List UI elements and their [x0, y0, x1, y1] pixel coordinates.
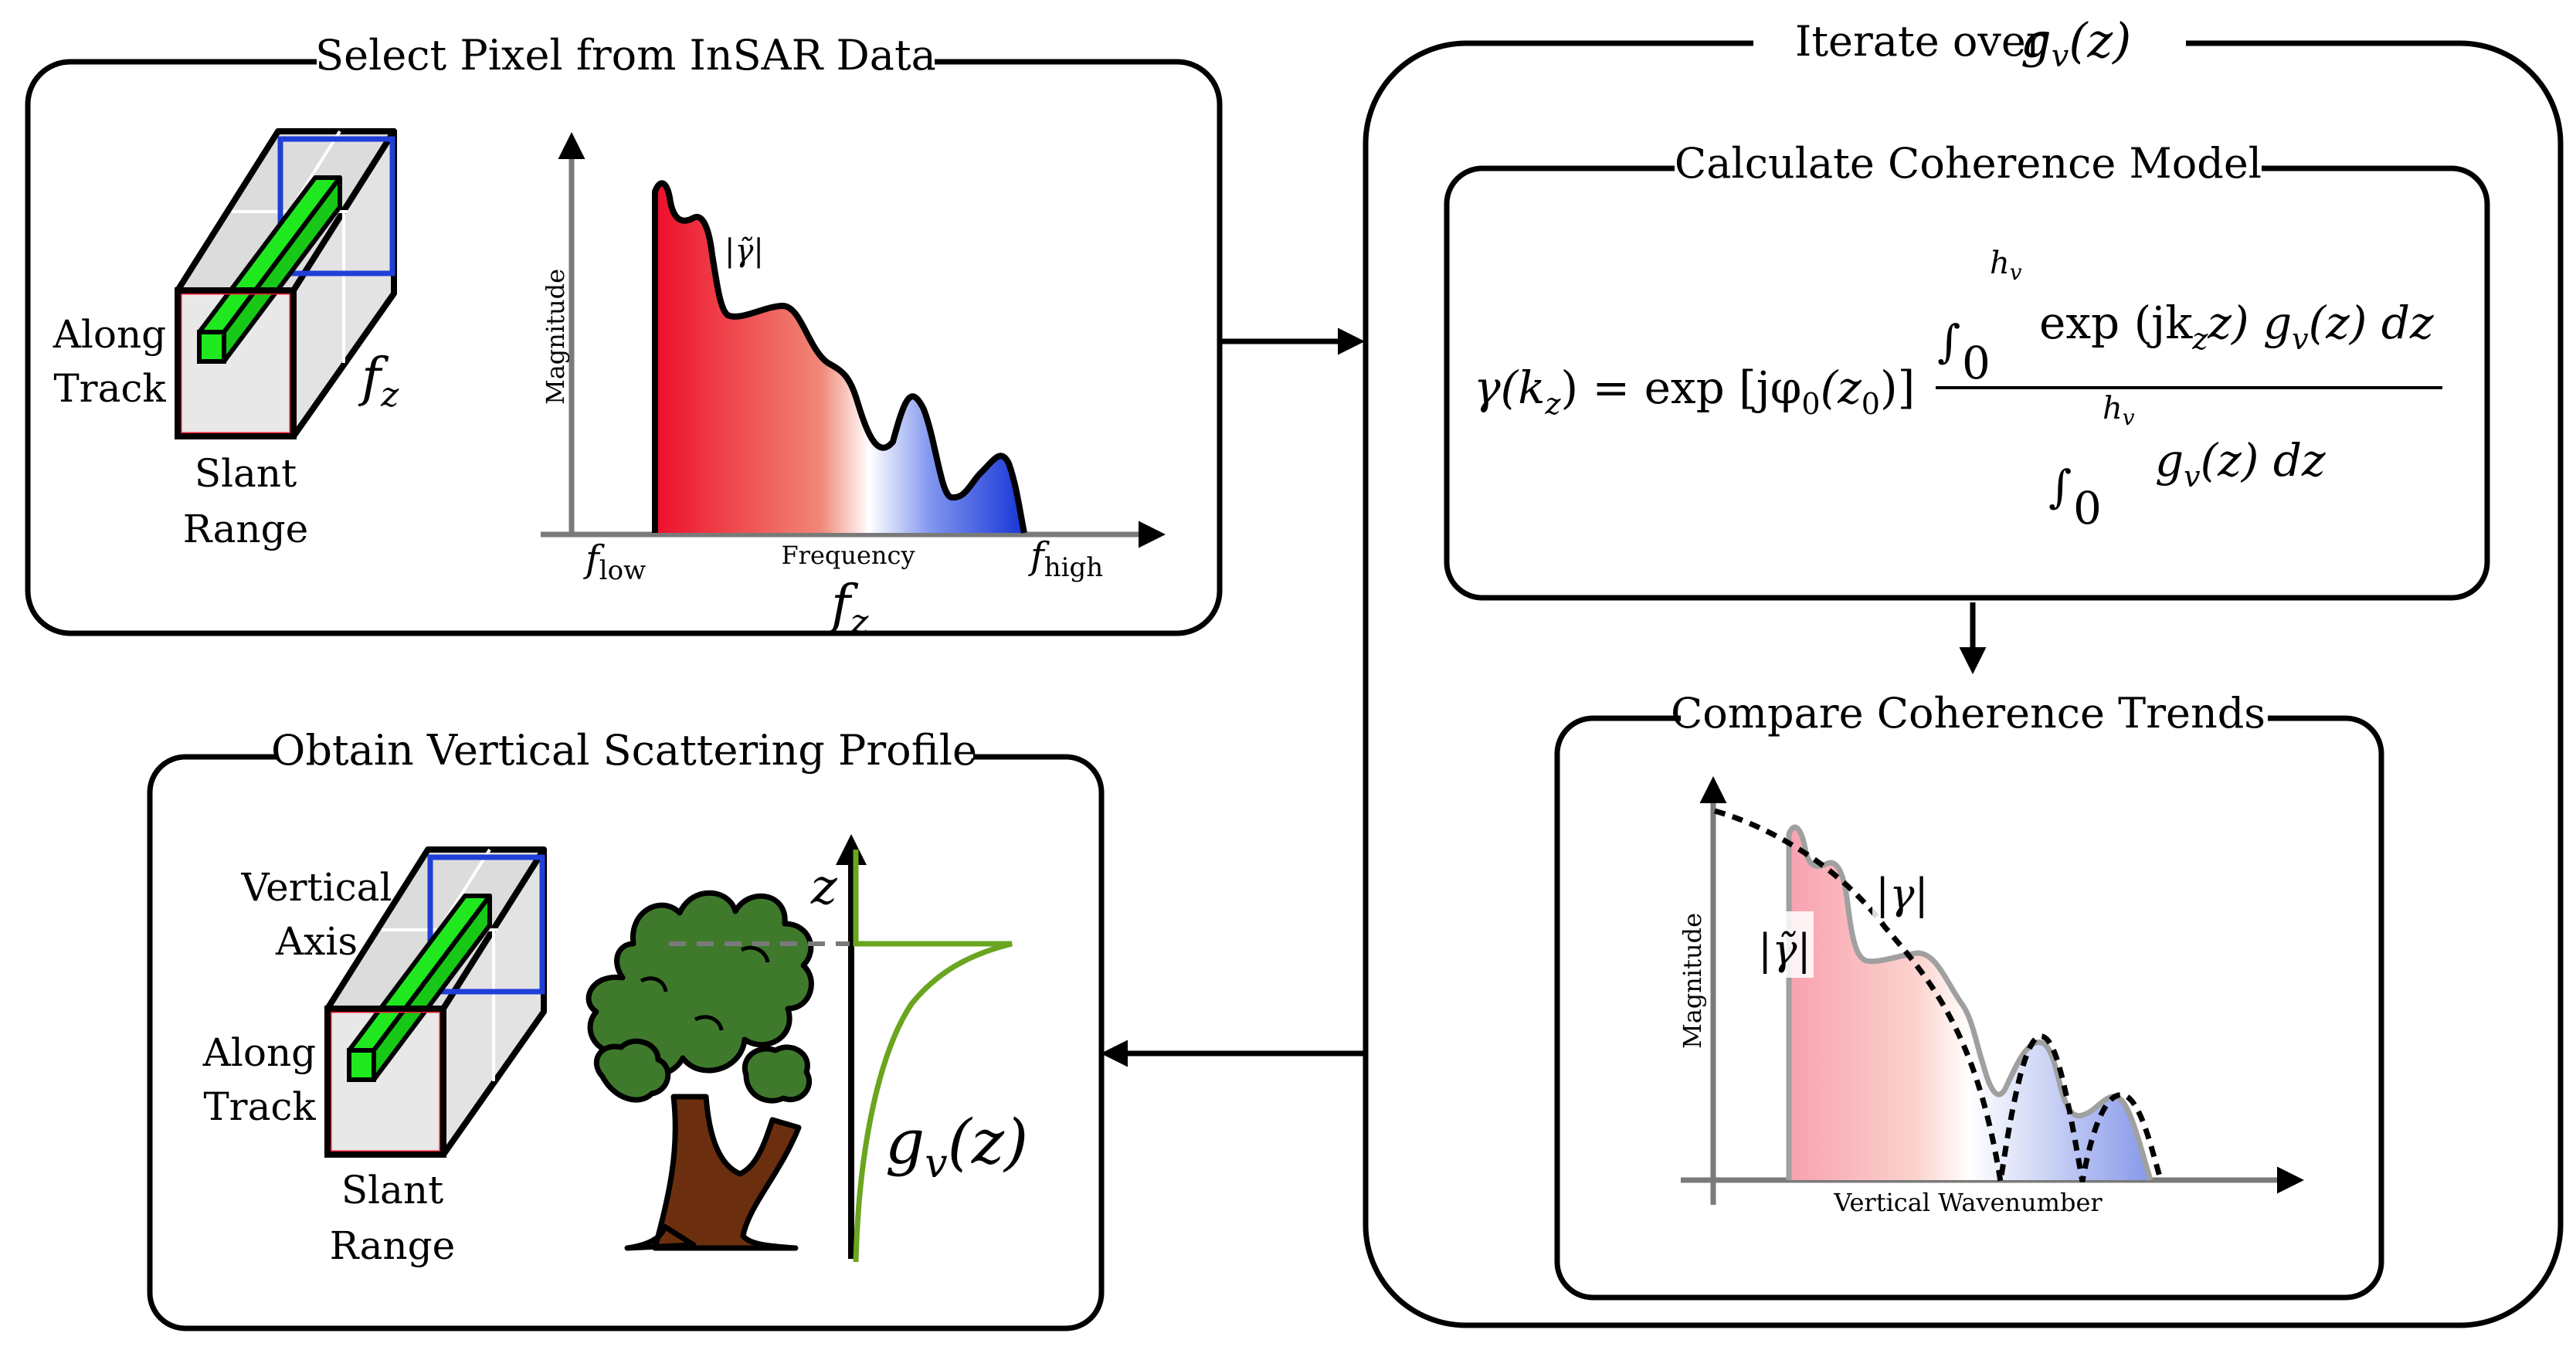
- calc-panel-title: Calculate Coherence Model: [1675, 139, 2262, 188]
- spectrum-curve-label: |γ̃|: [725, 233, 764, 269]
- cube2-slant-line1: Slant: [341, 1168, 443, 1213]
- measured-label: |γ̃|: [1758, 925, 1811, 974]
- profile-axis-label: z: [810, 859, 838, 916]
- numerator-lower-limit: 0: [1962, 337, 1991, 389]
- profile-func-label: gv(z): [885, 1106, 1028, 1187]
- cube2-vertical-line2: Axis: [275, 919, 358, 964]
- spectrum-curve: [652, 180, 1027, 534]
- spectrum-f-low: flow: [583, 538, 646, 586]
- panel-select-pixel: Select Pixel from InSAR Data Along Track…: [25, 31, 1223, 642]
- data-cube-2: [324, 846, 547, 1158]
- denominator-upper-limit: hv: [2103, 391, 2135, 430]
- compare-ylabel: Magnitude: [1678, 913, 1707, 1049]
- obtain-panel-title: Obtain Vertical Scattering Profile: [271, 726, 977, 775]
- denominator-integral: ∫: [2048, 460, 2072, 513]
- panel-obtain-profile: Obtain Vertical Scattering Profile Verti…: [147, 718, 1105, 1331]
- cube2-slant-line2: Range: [330, 1223, 455, 1268]
- iterate-panel-title: Iterate over: [1795, 17, 2046, 66]
- data-cube-1: [175, 128, 397, 439]
- numerator-expression: exp (jkzz) gv(z) dz: [2039, 297, 2434, 356]
- model-label: |γ|: [1875, 870, 1929, 918]
- compare-panel-title: Compare Coherence Trends: [1671, 689, 2265, 738]
- cube1-slant-line1: Slant: [195, 451, 297, 496]
- cube1-depth-label: fz: [358, 348, 399, 415]
- cube1-along-line1: Along: [53, 312, 166, 357]
- tree-trunk: [624, 1094, 802, 1251]
- iterate-panel-func: gv(z): [2021, 12, 2131, 74]
- denominator-lower-limit: 0: [2073, 482, 2102, 534]
- numerator-integral: ∫: [1937, 315, 1960, 368]
- spectrum-f-high: fhigh: [1028, 534, 1103, 583]
- model-curve: [1714, 808, 2164, 1183]
- select-panel-title: Select Pixel from InSAR Data: [315, 31, 936, 80]
- cube2-vertical-line1: Vertical: [241, 865, 392, 910]
- profile-curve: [853, 850, 1013, 1263]
- tree-illustration: [585, 890, 814, 1251]
- cube1-along-line2: Track: [53, 366, 166, 411]
- cube1-slant-line2: Range: [183, 507, 308, 551]
- cube2-along-line2: Track: [203, 1084, 316, 1129]
- measured-curve: [1786, 824, 2153, 1181]
- coherence-equation: γ(kz) = exp [jφ0(z0)] ∫ hv 0 exp (jkzz) …: [1474, 246, 2442, 534]
- cube2-along-line1: Along: [202, 1030, 316, 1075]
- spectrum-xlabel: Frequency: [781, 541, 915, 570]
- blue-slice-outline: [277, 136, 395, 276]
- equation-lhs: γ(kz) = exp [jφ0(z0)]: [1474, 361, 1915, 421]
- numerator-upper-limit: hv: [1990, 246, 2022, 285]
- compare-xlabel: Vertical Wavenumber: [1833, 1188, 2103, 1217]
- spectrum-fz-label: fz: [827, 575, 869, 642]
- panel-iterate: Iterate over gv(z) Calculate Coherence M…: [1363, 8, 2564, 1328]
- compare-chart: Magnitude Vertical Wavenumber |γ̃| |γ|: [1678, 776, 2304, 1217]
- denominator-expression: gv(z) dz: [2155, 434, 2326, 494]
- spectrum-ylabel: Magnitude: [541, 269, 570, 405]
